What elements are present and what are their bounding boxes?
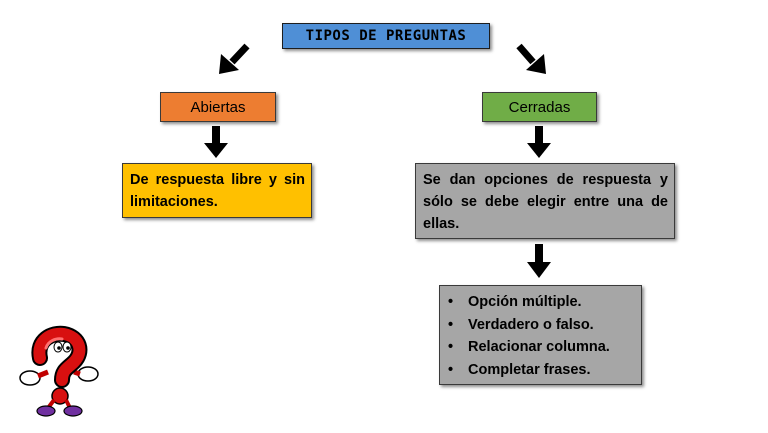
list-item: • Completar frases. bbox=[448, 359, 635, 382]
title-box: TIPOS DE PREGUNTAS bbox=[282, 23, 490, 49]
arrow-down-icon bbox=[204, 126, 228, 158]
closed-description-box: Se dan opciones de respuesta y sólo se d… bbox=[415, 163, 675, 239]
bullet-icon: • bbox=[448, 316, 454, 333]
closed-options-list: • Opción múltiple. • Verdadero o falso. • R… bbox=[448, 291, 635, 381]
option-text: Completar frases. bbox=[468, 361, 591, 378]
category-closed-label: Cerradas bbox=[508, 98, 571, 116]
arrow-down-left-icon bbox=[219, 43, 250, 74]
arrow-down-icon bbox=[527, 126, 551, 158]
diagram-title: TIPOS DE PREGUNTAS bbox=[305, 28, 467, 44]
list-item: • Relacionar columna. bbox=[448, 336, 635, 359]
open-description-text: De respuesta libre y sin limitaciones. bbox=[130, 172, 305, 210]
bullet-icon: • bbox=[448, 339, 454, 355]
option-text: Relacionar columna. bbox=[468, 339, 610, 355]
list-item: • Verdadero o falso. bbox=[448, 314, 635, 337]
option-text: Opción múltiple. bbox=[468, 294, 582, 310]
arrow-down-right-icon bbox=[516, 43, 546, 74]
category-open-label: Abiertas bbox=[190, 98, 246, 116]
bullet-icon: • bbox=[448, 294, 454, 310]
bullet-icon: • bbox=[448, 361, 454, 378]
category-closed-box: Cerradas bbox=[482, 92, 597, 122]
closed-options-box: • Opción múltiple. • Verdadero o falso. • R… bbox=[439, 285, 642, 385]
closed-description-text: Se dan opciones de respuesta y sólo se d… bbox=[423, 172, 668, 232]
arrow-down-icon bbox=[527, 244, 551, 278]
category-open-box: Abiertas bbox=[160, 92, 276, 122]
open-description-box: De respuesta libre y sin limitaciones. bbox=[122, 163, 312, 218]
option-text: Verdadero o falso. bbox=[468, 316, 594, 333]
list-item: • Opción múltiple. bbox=[448, 291, 635, 314]
